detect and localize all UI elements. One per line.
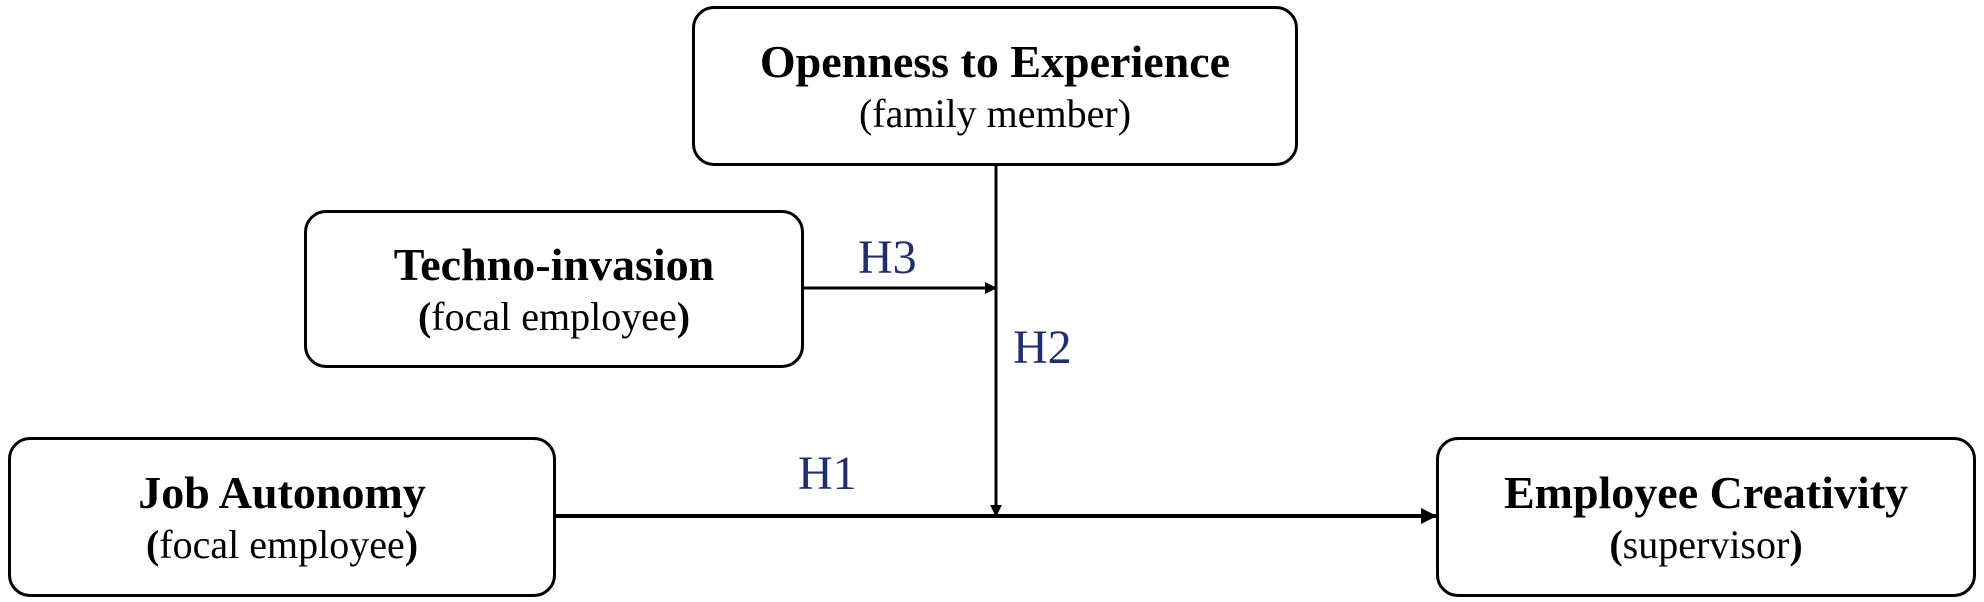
paren-open: ( — [145, 521, 160, 567]
node-subtitle: (family member) — [858, 90, 1132, 136]
openness-to-experience-node: Openness to Experience (family member) — [692, 6, 1298, 166]
node-title: Openness to Experience — [759, 36, 1231, 88]
node-subtitle: (focal employee) — [418, 293, 690, 341]
node-subtitle: (focal employee) — [146, 521, 418, 569]
paren-open: ( — [1609, 521, 1623, 567]
job-autonomy-node: Job Autonomy (focal employee) — [8, 437, 556, 597]
node-title: Techno-invasion — [393, 239, 715, 291]
hypothesis-label-h3: H3 — [858, 231, 917, 284]
paren-close: ) — [404, 521, 419, 567]
paren-open: ( — [417, 293, 432, 339]
node-subtitle-text: focal employee — [431, 293, 677, 339]
techno-invasion-node: Techno-invasion (focal employee) — [304, 210, 804, 368]
node-title: Job Autonomy — [138, 467, 426, 519]
hypothesis-label-h2: H2 — [1013, 321, 1072, 374]
paren-close: ) — [1789, 521, 1803, 567]
node-subtitle-text: supervisor — [1622, 521, 1790, 567]
hypothesis-label-h1: H1 — [798, 447, 857, 500]
node-title: Employee Creativity — [1503, 467, 1909, 519]
paren-close: ) — [676, 293, 691, 339]
employee-creativity-node: Employee Creativity (supervisor) — [1436, 437, 1976, 597]
node-subtitle: (supervisor) — [1609, 521, 1802, 569]
node-subtitle-text: focal employee — [159, 521, 405, 567]
